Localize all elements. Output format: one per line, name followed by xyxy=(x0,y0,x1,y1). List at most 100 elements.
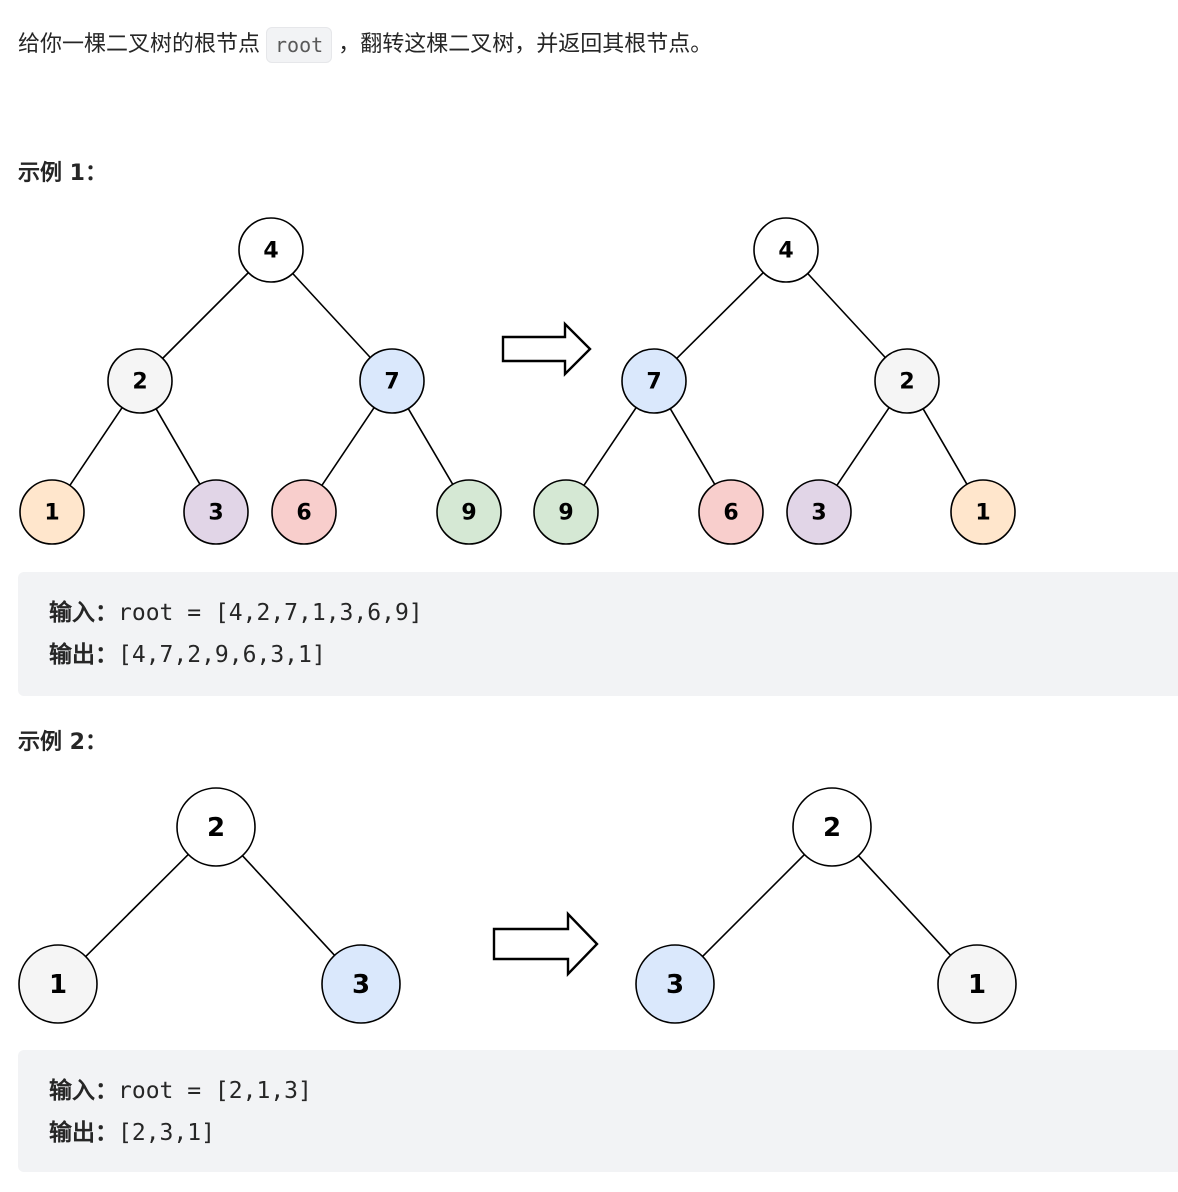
example-2-after-node-label: 2 xyxy=(823,813,841,843)
example-1-after-node-circle xyxy=(533,479,599,545)
example-2-after-edge xyxy=(857,855,952,956)
example-1-after-node: 6 xyxy=(698,479,764,545)
example-1-after-node: 4 xyxy=(753,217,819,283)
input-label: 输入： xyxy=(49,600,118,626)
example-1-after-node: 1 xyxy=(950,479,1016,545)
example-1-before-edge xyxy=(69,407,123,486)
example-1-after-node-label: 4 xyxy=(778,239,793,264)
example-2-title: 示例 2： xyxy=(18,730,107,755)
example-1-after-node-circle xyxy=(698,479,764,545)
example-1-after-edge xyxy=(583,407,637,486)
output-label: 输出： xyxy=(49,1120,118,1146)
example-2-after-node-label: 3 xyxy=(666,970,684,1000)
example-1-before-node-circle xyxy=(19,479,85,545)
example-2-before-node: 1 xyxy=(18,944,98,1024)
example-2-after-node: 3 xyxy=(635,944,715,1024)
example-2-after-edge xyxy=(702,854,805,957)
example-1-after-node-circle xyxy=(950,479,1016,545)
example-1-after-edge xyxy=(669,408,716,485)
example-1-after-node-circle xyxy=(621,348,687,414)
example-1-before-node-label: 9 xyxy=(461,501,476,526)
example-1-before-node-circle xyxy=(359,348,425,414)
example-1-before-node-label: 3 xyxy=(208,501,223,526)
example-2-after-node-circle xyxy=(792,787,872,867)
example-1-before-node-label: 1 xyxy=(44,501,59,526)
example-1-before-node-circle xyxy=(183,479,249,545)
example-1-before-edge xyxy=(162,272,249,359)
example-1-after-node-circle xyxy=(874,348,940,414)
example-1-before-node: 3 xyxy=(183,479,249,545)
example-1-after-node: 3 xyxy=(786,479,852,545)
example-1-title: 示例 1： xyxy=(18,161,107,186)
example-1-input-line: 输入：root = [4,2,7,1,3,6,9] xyxy=(49,592,1178,634)
example-2-before-node-circle xyxy=(321,944,401,1024)
example-2-before-node: 3 xyxy=(321,944,401,1024)
example-1-after-node-label: 1 xyxy=(975,501,990,526)
example-2-after-node: 2 xyxy=(792,787,872,867)
example-1-before-node-label: 6 xyxy=(296,501,311,526)
example-2-tree-diagram: 2 1 3 2 3 1 xyxy=(18,787,1017,1024)
example-1-before-edge xyxy=(155,408,201,485)
example-2-output-line: 输出：[2,3,1] xyxy=(49,1112,1178,1154)
example-1-after-node-circle xyxy=(786,479,852,545)
output-value: [4,7,2,9,6,3,1] xyxy=(118,642,326,668)
output-value: [2,3,1] xyxy=(118,1120,215,1146)
example-2-after-node-circle xyxy=(937,944,1017,1024)
example-1-after-node-label: 9 xyxy=(558,501,573,526)
example-1-before-node: 2 xyxy=(107,348,173,414)
description-text-after: ，翻转这棵二叉树，并返回其根节点。 xyxy=(338,32,713,57)
example-2-before-node-label: 1 xyxy=(49,970,67,1000)
example-2-before-edge xyxy=(85,853,189,958)
example-1-before-edge xyxy=(321,407,375,486)
example-1-before-edge xyxy=(407,408,454,485)
example-2-before-node-circle xyxy=(176,787,256,867)
example-1-output-line: 输出：[4,7,2,9,6,3,1] xyxy=(49,634,1178,676)
output-label: 输出： xyxy=(49,642,118,668)
example-2-after-node: 1 xyxy=(937,944,1017,1024)
example-1-after-node-label: 7 xyxy=(646,370,661,395)
example-1-before-node-label: 4 xyxy=(263,239,278,264)
example-1-after-edge xyxy=(807,272,886,359)
example-1-before-node: 4 xyxy=(238,217,304,283)
transform-arrow-icon xyxy=(501,321,592,377)
example-1-before-node-circle xyxy=(436,479,502,545)
example-1-after-node-label: 3 xyxy=(811,501,826,526)
example-1-tree-diagram: 4 2 7 1 3 6 9 4 7 2 9 6 3 1 xyxy=(19,217,1016,545)
example-1-after-edge xyxy=(676,271,764,360)
example-1-before-node: 1 xyxy=(19,479,85,545)
example-2-after-node-circle xyxy=(635,944,715,1024)
example-1-after-node-circle xyxy=(753,217,819,283)
inline-code-root: root xyxy=(266,27,333,63)
example-1-before-node: 7 xyxy=(359,348,425,414)
example-1-before-node-circle xyxy=(271,479,337,545)
example-1-code-block: 输入：root = [4,2,7,1,3,6,9] 输出：[4,7,2,9,6,… xyxy=(18,572,1178,696)
input-label: 输入： xyxy=(49,1078,118,1104)
example-2-before-node: 2 xyxy=(176,787,256,867)
input-value: root = [4,2,7,1,3,6,9] xyxy=(118,600,423,626)
example-1-before-node: 6 xyxy=(271,479,337,545)
example-1-after-edge xyxy=(922,408,968,485)
example-1-before-node-circle xyxy=(107,348,173,414)
example-1-after-node: 2 xyxy=(874,348,940,414)
input-value: root = [2,1,3] xyxy=(118,1078,312,1104)
example-2-before-edge xyxy=(241,855,336,956)
description-text-before: 给你一棵二叉树的根节点 xyxy=(18,32,261,57)
example-2-before-node-label: 3 xyxy=(352,970,370,1000)
example-1-before-node: 9 xyxy=(436,479,502,545)
example-2-after-node-label: 1 xyxy=(968,970,986,1000)
example-2-code-block: 输入：root = [2,1,3] 输出：[2,3,1] xyxy=(18,1050,1178,1172)
example-1-before-node-circle xyxy=(238,217,304,283)
example-1-after-node: 7 xyxy=(621,348,687,414)
example-1-after-node-label: 2 xyxy=(899,370,914,395)
transform-arrow-icon xyxy=(492,911,599,977)
example-2-before-node-circle xyxy=(18,944,98,1024)
example-1-before-node-label: 2 xyxy=(132,370,147,395)
example-1-after-edge xyxy=(836,407,890,486)
example-2-before-node-label: 2 xyxy=(207,813,225,843)
example-2-input-line: 输入：root = [2,1,3] xyxy=(49,1070,1178,1112)
example-1-after-node-label: 6 xyxy=(723,501,738,526)
example-1-after-node: 9 xyxy=(533,479,599,545)
example-1-before-node-label: 7 xyxy=(384,370,399,395)
example-1-before-edge xyxy=(292,272,371,359)
